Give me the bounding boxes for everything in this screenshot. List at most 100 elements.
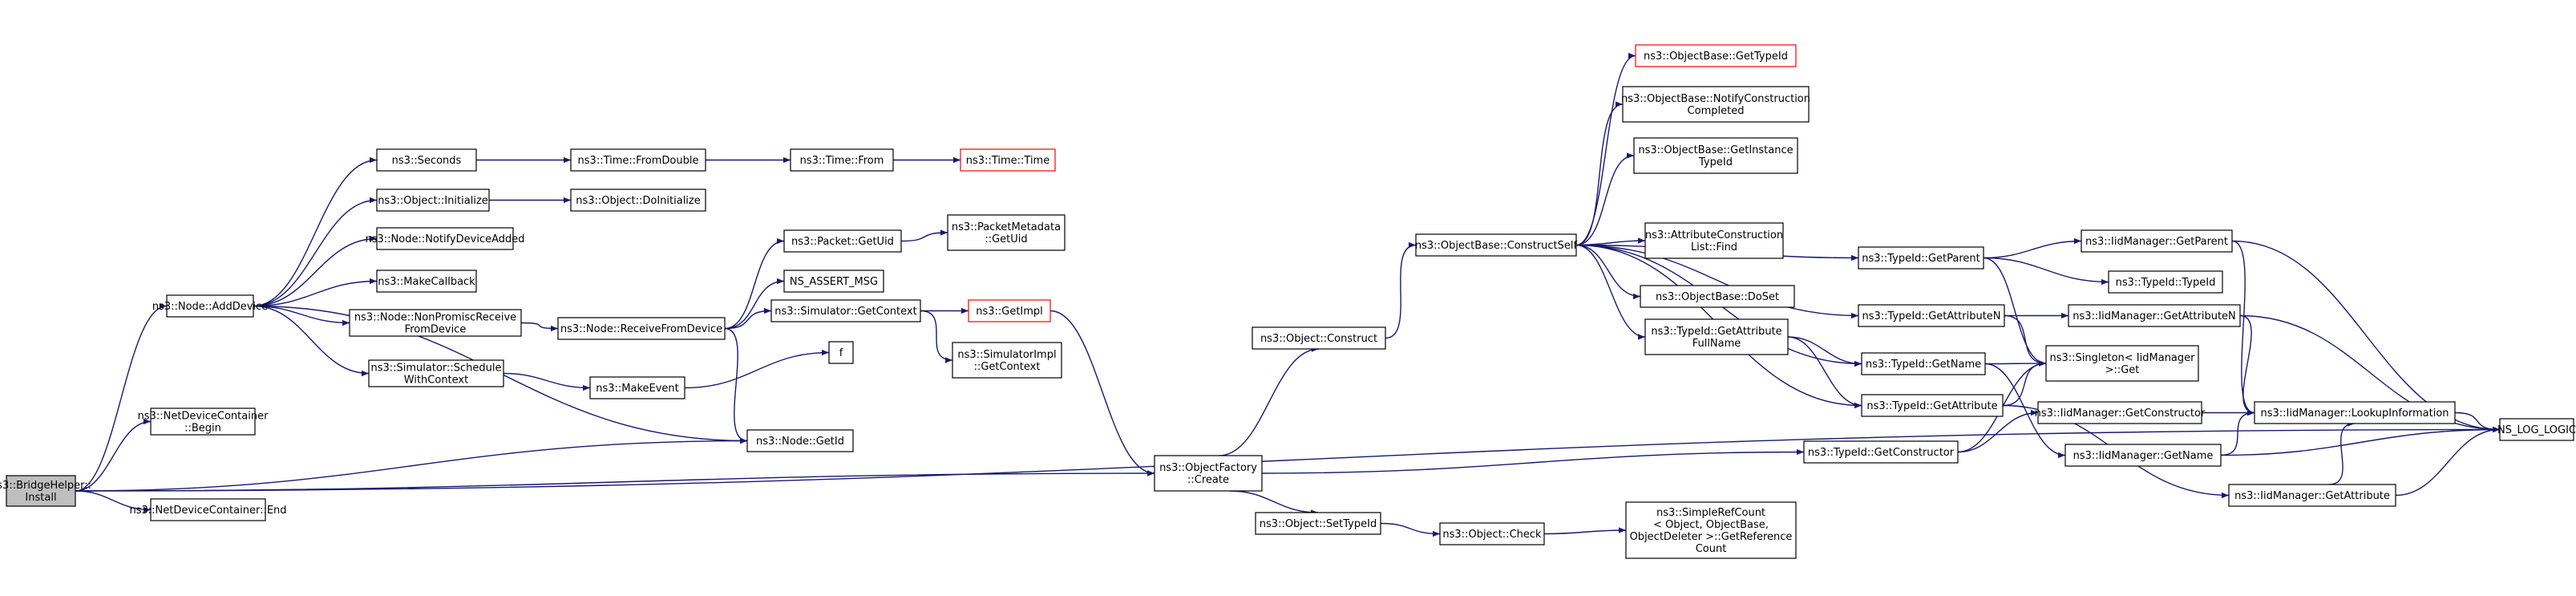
- node-label: ns3::Packet::GetUid: [791, 236, 894, 248]
- node-label: < Object, ObjectBase,: [1653, 519, 1769, 531]
- node-singleton[interactable]: ns3::Singleton< IidManager>::Get: [2045, 345, 2199, 382]
- node-notifyAdded[interactable]: ns3::Node::NotifyDeviceAdded: [365, 227, 525, 250]
- node-box: [150, 407, 256, 436]
- node-constructSelf[interactable]: ns3::ObjectBase::ConstructSelf: [1415, 233, 1578, 257]
- node-ndcBegin[interactable]: ns3::NetDeviceContainer::Begin: [138, 407, 269, 436]
- node-tidGetAttr[interactable]: ns3::TypeId::GetAttribute: [1861, 394, 2004, 417]
- edge-lookupInfo-to-nsLogLogic: [2454, 412, 2501, 433]
- node-tidGetCtor[interactable]: ns3::TypeId::GetConstructor: [1803, 440, 1959, 464]
- node-box: [2064, 444, 2222, 467]
- edge-recvFromDevice-to-nsAssert: [724, 278, 785, 330]
- node-iidGetCtor[interactable]: ns3::IidManager::GetConstructor: [2035, 401, 2206, 424]
- node-label: Completed: [1688, 105, 1745, 117]
- node-box: [1858, 246, 1984, 270]
- edge-objSetTypeId-to-objCheck: [1380, 522, 1441, 537]
- node-box: [376, 148, 477, 172]
- node-objSetTypeId[interactable]: ns3::Object::SetTypeId: [1255, 512, 1381, 535]
- node-objCheck[interactable]: ns3::Object::Check: [1439, 522, 1545, 545]
- node-objFactory[interactable]: ns3::ObjectFactory::Create: [1154, 455, 1263, 492]
- node-label: ObjectDeleter >::GetReference: [1630, 531, 1793, 543]
- node-tidGetAttrN[interactable]: ns3::TypeId::GetAttributeN: [1858, 304, 2005, 327]
- node-label: ns3::ObjectBase::GetTypeId: [1644, 51, 1788, 63]
- node-tidGetParent[interactable]: ns3::TypeId::GetParent: [1858, 246, 1984, 270]
- node-box: [570, 148, 706, 172]
- node-fromDouble[interactable]: ns3::Time::FromDouble: [570, 148, 706, 172]
- node-box: [1861, 352, 1986, 375]
- node-pktMetaUid[interactable]: ns3::PacketMetadata::GetUid: [947, 214, 1066, 251]
- node-tidTypeId[interactable]: ns3::TypeId::TypeId: [2108, 270, 2223, 294]
- node-box: [2037, 401, 2202, 424]
- node-bridge[interactable]: ns3::BridgeHelper::Install: [0, 475, 91, 507]
- edge-tidAttrFull-to-tidGetAttr: [1787, 336, 1862, 409]
- node-iidGetAttr[interactable]: ns3::IidManager::GetAttribute: [2228, 484, 2396, 507]
- node-iidGetParent[interactable]: ns3::IidManager::GetParent: [2081, 229, 2233, 253]
- node-label: ns3::Simulator::GetContext: [774, 306, 916, 318]
- node-pktGetUid[interactable]: ns3::Packet::GetUid: [783, 229, 902, 253]
- node-obNotify[interactable]: ns3::ObjectBase::NotifyConstructionCompl…: [1621, 86, 1810, 123]
- node-ndcEnd[interactable]: ns3::NetDeviceContainer::End: [129, 498, 287, 521]
- edge-iidGetAttr-to-nsLogLogic: [2395, 426, 2501, 497]
- node-doInit[interactable]: ns3::Object::DoInitialize: [570, 189, 706, 212]
- node-simGetCtx[interactable]: ns3::Simulator::GetContext: [770, 299, 921, 322]
- node-makeEvent[interactable]: ns3::MakeEvent: [589, 376, 685, 399]
- node-recvFromDevice[interactable]: ns3::Node::ReceiveFromDevice: [557, 317, 726, 340]
- node-iidGetAttrN[interactable]: ns3::IidManager::GetAttributeN: [2068, 304, 2241, 327]
- node-doSet[interactable]: ns3::ObjectBase::DoSet: [1640, 285, 1795, 308]
- node-addDevice[interactable]: ns3::Node::AddDevice: [152, 294, 268, 318]
- node-label: ns3::IidManager::GetAttribute: [2234, 490, 2390, 502]
- node-label: ::Create: [1187, 474, 1229, 486]
- node-box: [968, 299, 1051, 322]
- node-iidGetName[interactable]: ns3::IidManager::GetName: [2064, 444, 2222, 467]
- node-timeTime[interactable]: ns3::Time::Time: [960, 148, 1056, 172]
- node-box: [1252, 326, 1386, 350]
- edge-simGetCtx-to-simImplCtx: [920, 310, 953, 363]
- node-label: ns3::NetDeviceContainer: [138, 411, 269, 423]
- edge-tidGetParent-to-iidGetParent: [1983, 237, 2082, 259]
- node-label: ns3::Time::Time: [966, 155, 1049, 167]
- node-simpleRef[interactable]: ns3::SimpleRefCount< Object, ObjectBase,…: [1625, 501, 1797, 559]
- node-label: ns3::ObjectBase::NotifyConstruction: [1621, 93, 1810, 105]
- edge-iidGetAttr-to-lookupInfo: [2328, 420, 2356, 485]
- edge-addDevice-to-makeCallback: [253, 278, 378, 307]
- node-box: [783, 270, 884, 293]
- node-label: ns3::IidManager::GetAttributeN: [2073, 310, 2236, 322]
- node-seconds[interactable]: ns3::Seconds: [376, 148, 477, 172]
- node-objConstruct[interactable]: ns3::Object::Construct: [1252, 326, 1386, 350]
- node-nsAssert[interactable]: NS_ASSERT_MSG: [783, 270, 884, 293]
- node-nsLogLogic[interactable]: NS_LOG_LOGIC: [2497, 418, 2576, 441]
- node-getId[interactable]: ns3::Node::GetId: [746, 429, 854, 452]
- node-label: ns3::Node::AddDevice: [152, 301, 268, 313]
- edge-addDevice-to-objInit: [253, 197, 378, 307]
- node-makeCallback[interactable]: ns3::MakeCallback: [376, 270, 477, 293]
- edge-bridge-to-ndcBegin: [75, 418, 152, 492]
- node-box: [166, 294, 254, 318]
- node-lookupInfo[interactable]: ns3::IidManager::LookupInformation: [2254, 401, 2456, 424]
- node-label: ns3::IidManager::LookupInformation: [2260, 407, 2449, 420]
- node-label: FromDevice: [405, 324, 467, 336]
- node-f[interactable]: f: [828, 341, 854, 364]
- node-box: [1644, 222, 1784, 259]
- node-box: [952, 342, 1062, 379]
- node-getImpl[interactable]: ns3::GetImpl: [968, 299, 1051, 322]
- edge-tidGetName-to-singleton: [1984, 360, 2047, 367]
- node-tidGetName[interactable]: ns3::TypeId::GetName: [1861, 352, 1986, 375]
- node-box: [349, 309, 522, 337]
- node-label: Install: [25, 492, 56, 504]
- node-box: [1415, 233, 1577, 257]
- node-label: ::Begin: [184, 423, 221, 435]
- node-obGetTypeId[interactable]: ns3::ObjectBase::GetTypeId: [1635, 44, 1797, 67]
- node-label: ns3::SimpleRefCount: [1656, 507, 1765, 519]
- node-objInit[interactable]: ns3::Object::Initialize: [376, 189, 490, 212]
- node-label: ns3::Time::FromDouble: [578, 155, 699, 167]
- node-timeFrom[interactable]: ns3::Time::From: [790, 148, 894, 172]
- edge-getImpl-to-objFactory: [1049, 310, 1155, 476]
- node-box: [2045, 345, 2199, 382]
- node-label: ns3::ObjectBase::DoSet: [1656, 291, 1779, 303]
- node-label: ns3::IidManager::GetConstructor: [2035, 407, 2206, 420]
- node-simImplCtx[interactable]: ns3::SimulatorImpl::GetContext: [952, 342, 1062, 379]
